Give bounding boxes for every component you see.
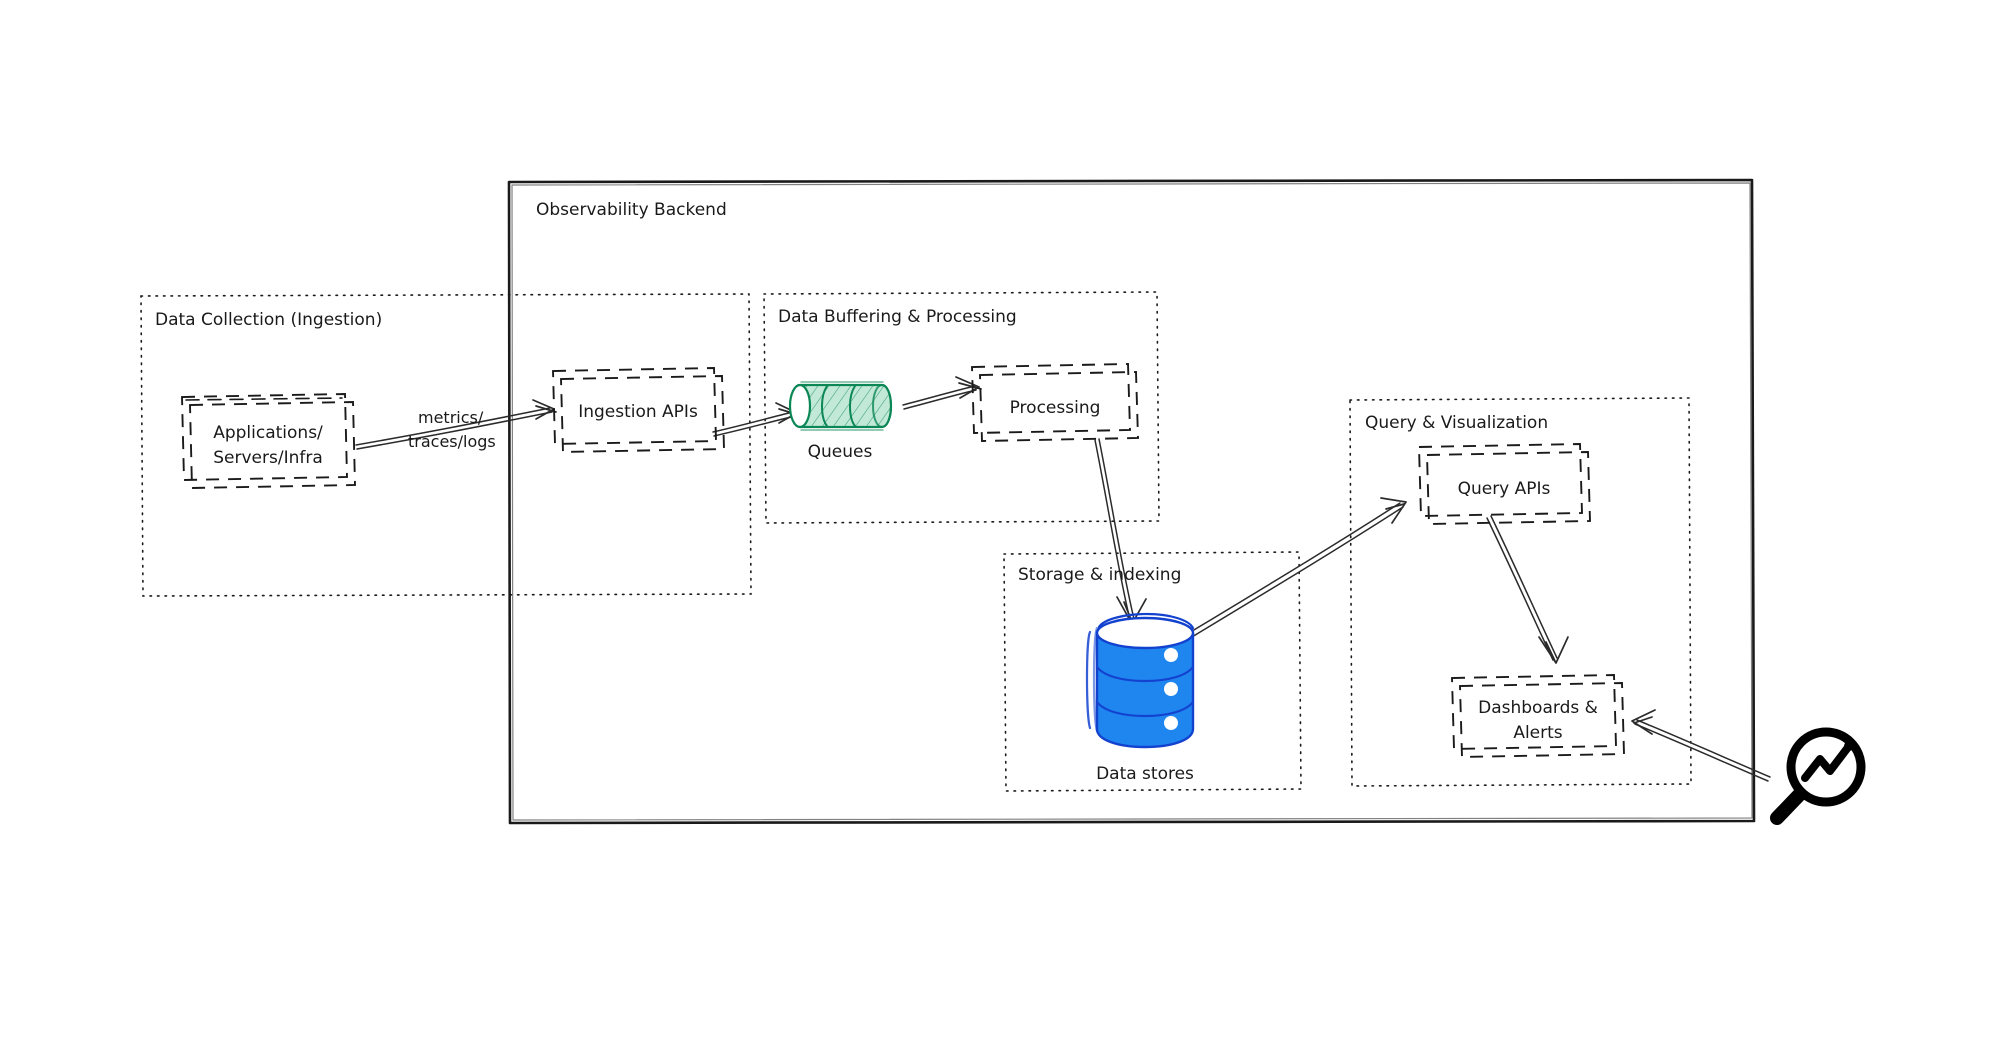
node-label-applications-line2: Servers/Infra [213,448,323,468]
container-observability-backend [507,178,1756,825]
db-status-dot [1164,716,1178,730]
node-label-queues: Queues [808,442,873,462]
node-label-query-apis: Query APIs [1458,479,1551,499]
group-label-storage-indexing: Storage & indexing [1018,565,1181,585]
group-label-data-collection: Data Collection (Ingestion) [155,310,382,330]
edge-query-apis-to-dashboards-alerts [1486,515,1569,664]
db-status-dot [1164,648,1178,662]
node-label-applications-line1: Applications/ [213,423,323,443]
group-storage-indexing [1003,551,1302,792]
db-status-dot [1164,682,1178,696]
edge-data-stores-to-query-apis [1178,497,1407,644]
node-ingestion-apis[interactable] [552,367,725,453]
magnifier-trend-icon[interactable] [1770,727,1866,825]
node-queues[interactable] [788,381,893,431]
queue-hatch-fill [791,385,891,427]
edge-observability-icon-to-dashboards-alerts [1631,709,1771,782]
group-label-query-visualization: Query & Visualization [1365,413,1548,433]
node-applications[interactable] [181,393,356,489]
edge-ingestion-apis-to-queues [712,402,800,437]
edge-label-metrics-traces-logs-line1: metrics/ [418,408,484,427]
edge-queues-to-processing [902,376,982,410]
container-label: Observability Backend [536,200,727,220]
node-processing[interactable] [971,363,1139,442]
group-label-data-buffering: Data Buffering & Processing [778,307,1017,327]
node-label-ingestion-apis: Ingestion APIs [578,402,698,422]
edge-processing-to-data-stores [1094,438,1147,625]
group-data-collection [140,293,752,597]
group-query-visualization [1349,397,1692,787]
node-label-dashboards-alerts-line2: Alerts [1513,723,1562,743]
node-query-apis[interactable] [1418,443,1591,525]
edge-label-metrics-traces-logs-line2: traces/logs [408,432,496,451]
node-label-data-stores: Data stores [1096,764,1194,784]
node-data-stores[interactable] [1085,612,1195,749]
edge-applications-to-ingestion-apis [355,399,557,450]
node-dashboards-alerts[interactable] [1451,674,1625,758]
group-data-buffering [763,291,1160,524]
node-label-processing: Processing [1010,398,1101,418]
node-label-dashboards-alerts-line1: Dashboards & [1478,698,1598,718]
